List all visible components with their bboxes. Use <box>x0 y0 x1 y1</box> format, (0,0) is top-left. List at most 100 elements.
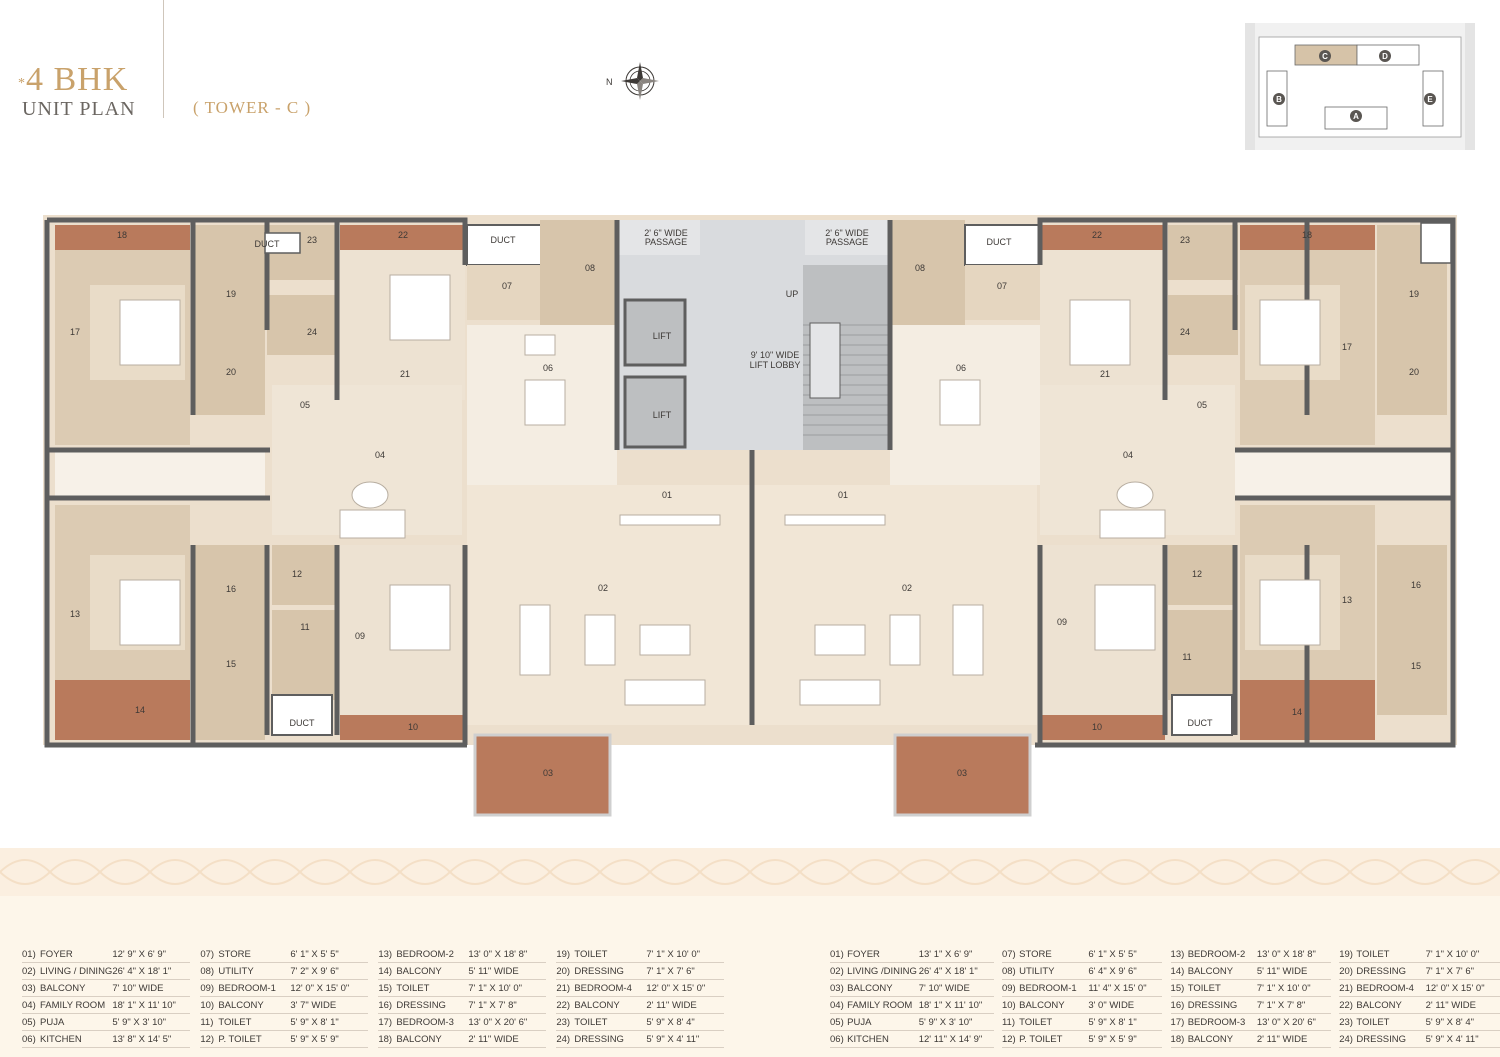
svg-text:07: 07 <box>502 281 512 291</box>
svg-text:23: 23 <box>1180 235 1190 245</box>
balcony-03 <box>473 733 612 817</box>
room-dimension: 7' 1" X 7' 8" <box>468 996 547 1014</box>
stair-up-label: UP <box>786 289 799 299</box>
lift-label-2: LIFT <box>653 410 672 420</box>
room-dimension: 5' 11" WIDE <box>1256 962 1332 980</box>
room-number: 23) <box>556 1013 575 1031</box>
room-dimension: 13' 8" X 14' 5" <box>112 1030 191 1048</box>
column-gap <box>546 1014 556 1031</box>
svg-text:04: 04 <box>1123 450 1133 460</box>
svg-text:22: 22 <box>1092 230 1102 240</box>
room-name: BEDROOM-1 <box>218 979 291 997</box>
room-number: 21) <box>556 979 575 997</box>
svg-text:B: B <box>1276 95 1282 104</box>
dressing-20 <box>195 330 265 415</box>
column-gap <box>546 946 556 963</box>
room-name: LIVING / DINING <box>40 962 113 980</box>
svg-text:E: E <box>1427 95 1433 104</box>
room-name: TOILET <box>574 946 647 963</box>
lift-label-1: LIFT <box>653 331 672 341</box>
room-dimension: 3' 7" WIDE <box>290 996 369 1014</box>
column-gap <box>546 997 556 1014</box>
column-gap <box>190 980 200 997</box>
room-name: DRESSING <box>1356 1030 1426 1048</box>
column-gap <box>546 963 556 980</box>
column-gap <box>1162 1031 1170 1048</box>
passage-right-line1: 2' 6" WIDE <box>825 228 868 238</box>
duct-label-1: DUCT <box>255 239 280 249</box>
plan-title: *4 BHK <box>18 62 128 98</box>
toilet-15-right <box>1377 630 1447 715</box>
header-divider <box>163 0 164 118</box>
room-dimension: 7' 1" X 10' 0" <box>468 979 547 997</box>
balcony-10 <box>340 715 465 740</box>
room-dimension: 5' 9" X 8' 1" <box>290 1013 369 1031</box>
room-number: 18) <box>378 1030 397 1048</box>
store-07-right <box>965 265 1040 320</box>
passage-right-line2: PASSAGE <box>826 237 868 247</box>
column-gap <box>1162 980 1170 997</box>
svg-text:05: 05 <box>1197 400 1207 410</box>
room-name: PUJA <box>847 1013 919 1031</box>
room-dimension: 12' 0" X 15' 0" <box>290 979 369 997</box>
column-gap <box>1331 1031 1339 1048</box>
room-name: BALCONY <box>1187 962 1257 980</box>
room-dimension: 2' 11" WIDE <box>1256 1030 1332 1048</box>
room-dimension: 7' 1" X 10' 0" <box>1256 979 1332 997</box>
lobby-line1: 9' 10" WIDE <box>751 350 799 360</box>
room-number: 02) <box>22 962 40 980</box>
room-number: 12) <box>1001 1030 1020 1048</box>
svg-text:17: 17 <box>1342 342 1352 352</box>
svg-text:03: 03 <box>957 768 967 778</box>
svg-text:07: 07 <box>997 281 1007 291</box>
room-name: P. TOILET <box>1019 1030 1089 1048</box>
room-name: BALCONY <box>218 996 291 1014</box>
utility-08-right <box>890 220 965 325</box>
room-number: 05) <box>830 1013 848 1031</box>
svg-text:18: 18 <box>117 230 127 240</box>
room-number: 11) <box>1001 1013 1020 1031</box>
toilet-11 <box>272 610 337 700</box>
passage-left-line1: 2' 6" WIDE <box>644 228 687 238</box>
room-number: 16) <box>378 996 397 1014</box>
room-name: BALCONY <box>40 979 113 997</box>
room-number: 08) <box>200 962 219 980</box>
decorative-pattern-band <box>0 848 1500 896</box>
column-gap <box>1331 997 1339 1014</box>
plan-subtitle: UNIT PLAN <box>22 98 136 120</box>
room-number: 02) <box>830 962 848 980</box>
svg-text:24: 24 <box>1180 327 1190 337</box>
room-name: BEDROOM-3 <box>396 1013 469 1031</box>
room-name: TOILET <box>1356 1013 1426 1031</box>
room-name: TOILET <box>1187 979 1257 997</box>
lift-2 <box>623 375 687 449</box>
column-gap <box>1162 963 1170 980</box>
room-number: 07) <box>1001 946 1020 963</box>
room-number: 08) <box>1001 962 1020 980</box>
room-dimension: 7' 1" X 7' 6" <box>646 962 725 980</box>
svg-text:05: 05 <box>300 400 310 410</box>
wardrobe-corridor <box>55 450 265 498</box>
lobby-line2: LIFT LOBBY <box>750 360 801 370</box>
room-name: DRESSING <box>1356 962 1426 980</box>
column-gap <box>1331 1014 1339 1031</box>
room-dimension: 13' 0" X 20' 6" <box>468 1013 547 1031</box>
svg-text:04: 04 <box>375 450 385 460</box>
room-dimension: 13' 0" X 18' 8" <box>468 946 547 963</box>
room-number: 19) <box>556 946 575 963</box>
column-gap <box>368 1031 378 1048</box>
toilet-23-right <box>1168 225 1238 280</box>
room-number: 06) <box>830 1030 848 1048</box>
room-name: STORE <box>218 946 291 963</box>
svg-text:08: 08 <box>585 263 595 273</box>
room-name: FOYER <box>40 946 113 963</box>
room-name: TOILET <box>1019 1013 1089 1031</box>
room-name: STORE <box>1019 946 1089 963</box>
duct-label-5: DUCT <box>1188 718 1213 728</box>
room-number: 04) <box>830 996 848 1014</box>
room-dimension: 13' 0" X 20' 6" <box>1256 1013 1332 1031</box>
balcony-22 <box>340 225 465 250</box>
